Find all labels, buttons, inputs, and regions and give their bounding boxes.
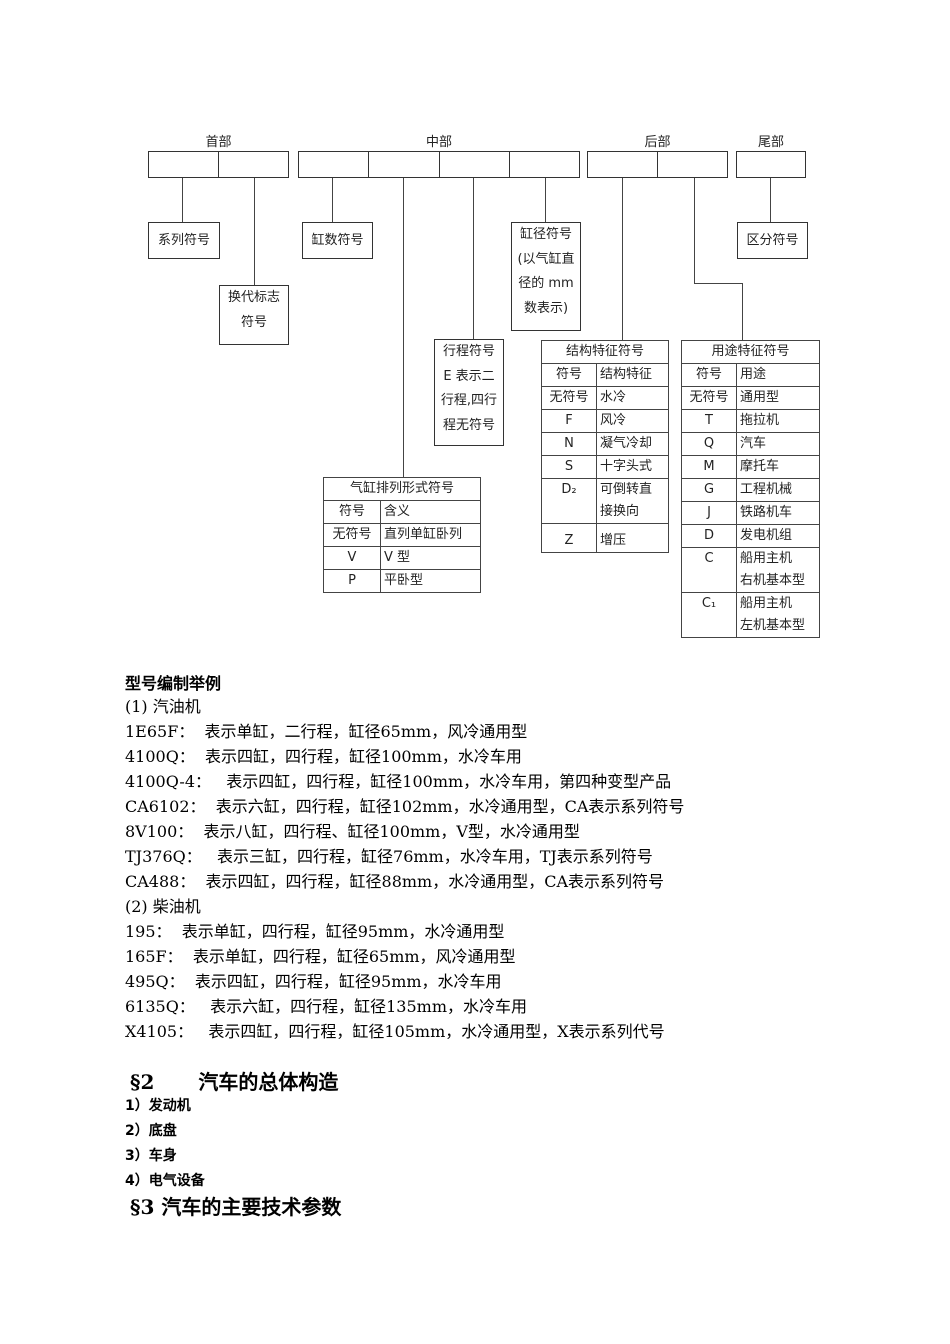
list-item: 1）发动机	[125, 1098, 191, 1114]
connector-line	[770, 178, 771, 222]
head-slots	[148, 151, 289, 178]
header-head: 首部	[205, 135, 232, 150]
example-line: CA6102： 表示六缸，四行程，缸径102mm，水冷通用型，CA表示系列符号	[125, 797, 685, 816]
connector-line	[694, 178, 695, 283]
section3-heading: §3 汽车的主要技术参数	[130, 1195, 342, 1219]
table-header-row: 符号 含义	[323, 500, 481, 524]
example-line: 4100Q-4： 表示四缸，四行程，缸径100mm，水冷车用，第四种变型产品	[125, 772, 672, 791]
table-row: P 平卧型	[323, 569, 481, 593]
connector-line	[694, 283, 743, 284]
connector-line	[403, 178, 404, 477]
example-line: 195： 表示单缸，四行程，缸径95mm，水冷通用型	[125, 922, 505, 941]
list-item: 3）车身	[125, 1148, 177, 1164]
table-header-row: 符号 用途	[681, 363, 820, 387]
table-header-row: 符号 结构特征	[541, 363, 669, 387]
example-line: 6135Q： 表示六缸，四行程，缸径135mm，水冷车用	[125, 997, 527, 1016]
cylinder-arrangement-table: 气缸排列形式符号 符号 含义 无符号 直列单缸卧列 V V 型 P 平卧型	[323, 477, 481, 593]
table-caption: 结构特征符号	[541, 340, 669, 364]
header-rear: 后部	[644, 135, 671, 150]
table-row: 无符号水冷	[541, 386, 669, 410]
diesel-heading: (2) 柴油机	[125, 897, 201, 916]
stroke-symbol-box: 行程符号 E 表示二 行程,四行 程无符号	[434, 339, 504, 446]
table-row: V V 型	[323, 546, 481, 570]
list-item: 4）电气设备	[125, 1173, 205, 1189]
connector-line	[545, 178, 546, 222]
replacement-symbol-box: 换代标志 符号	[219, 285, 289, 345]
table-caption: 气缸排列形式符号	[323, 477, 481, 501]
connector-line	[254, 178, 255, 285]
header-middle: 中部	[425, 135, 452, 150]
example-line: 8V100： 表示八缸，四行程、缸径100mm，V型，水冷通用型	[125, 822, 580, 841]
example-line: 4100Q： 表示四缸，四行程，缸径100mm，水冷车用	[125, 747, 522, 766]
gasoline-heading: (1) 汽油机	[125, 697, 201, 716]
connector-line	[622, 178, 623, 340]
example-line: 165F： 表示单缸，四行程，缸径65mm，风冷通用型	[125, 947, 516, 966]
rear-slots	[587, 151, 728, 178]
connector-line	[332, 178, 333, 222]
tail-slots	[736, 151, 806, 178]
example-line: X4105： 表示四缸，四行程，缸径105mm，水冷通用型，X表示系列代号	[125, 1022, 665, 1041]
middle-slots	[298, 151, 580, 178]
bore-symbol-box: 缸径符号 (以气缸直 径的 mm 数表示)	[511, 222, 581, 331]
example-line: 1E65F： 表示单缸，二行程，缸径65mm，风冷通用型	[125, 722, 528, 741]
cylinder-count-symbol-box: 缸数符号	[302, 222, 373, 259]
table-row: 无符号通用型	[681, 386, 820, 410]
examples-title: 型号编制举例	[125, 674, 222, 693]
distinction-symbol-box: 区分符号	[737, 222, 808, 259]
connector-line	[742, 283, 743, 340]
table-row: 无符号 直列单缸卧列	[323, 523, 481, 547]
list-item: 2）底盘	[125, 1123, 177, 1139]
connector-line	[473, 178, 474, 339]
header-tail: 尾部	[757, 135, 784, 150]
example-line: CA488： 表示四缸，四行程，缸径88mm，水冷通用型，CA表示系列符号	[125, 872, 665, 891]
example-line: TJ376Q： 表示三缸，四行程，缸径76mm，水冷车用，TJ表示系列符号	[125, 847, 653, 866]
connector-line	[182, 178, 183, 222]
table-caption: 用途特征符号	[681, 340, 820, 364]
example-line: 495Q： 表示四缸，四行程，缸径95mm，水冷车用	[125, 972, 502, 991]
series-symbol-box: 系列符号	[148, 222, 220, 259]
